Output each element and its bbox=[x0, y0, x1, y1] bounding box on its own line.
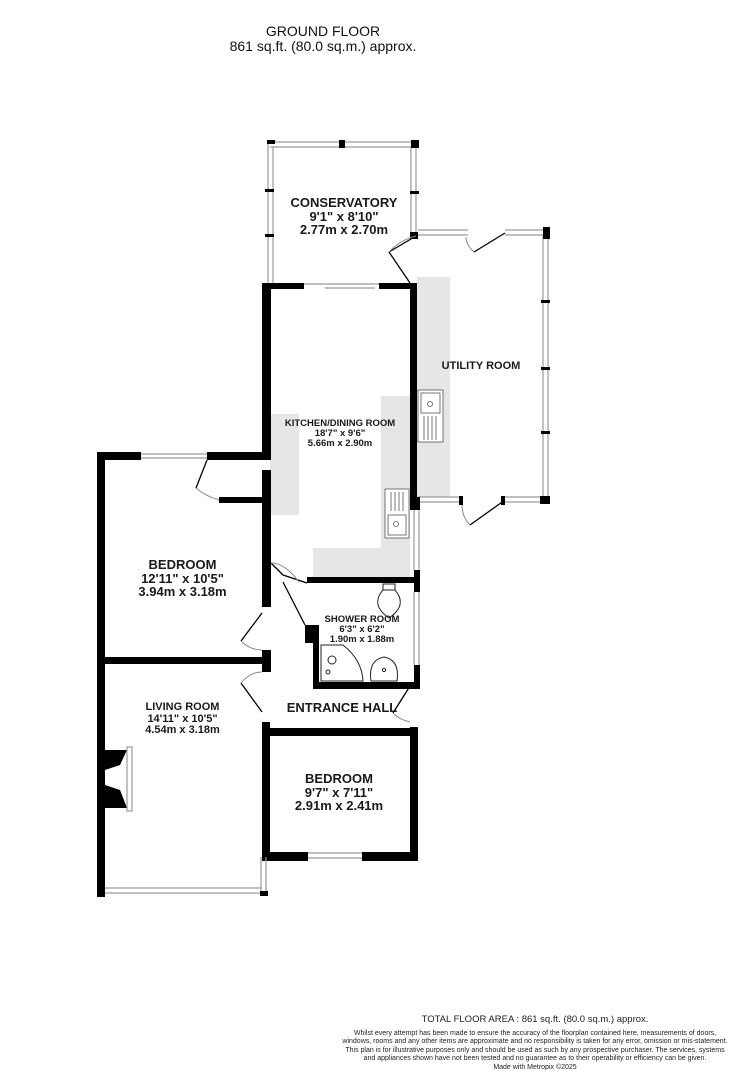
room-bedroom-1: BEDROOM 12'11" x 10'5" 3.94m x 3.18m bbox=[105, 558, 260, 599]
room-shower: SHOWER ROOM 6'3" x 6'2" 1.90m x 1.88m bbox=[318, 615, 406, 645]
room-dimensions-metric: 2.77m x 2.70m bbox=[299, 222, 389, 238]
utility-mullions bbox=[459, 227, 550, 505]
room-name: BEDROOM bbox=[305, 771, 373, 786]
room-utility: UTILITY ROOM bbox=[425, 360, 537, 373]
disclaimer: Whilst every attempt has been made to en… bbox=[342, 1030, 728, 1063]
conservatory-mullions bbox=[265, 140, 419, 239]
room-dimensions-metric: 5.66m x 2.90m bbox=[307, 437, 373, 449]
room-bedroom-2: BEDROOM 9'7" x 7'11" 2.91m x 2.41m bbox=[268, 772, 410, 813]
room-name: BEDROOM bbox=[148, 557, 217, 572]
room-dimensions-imperial: 14'11" x 10'5" bbox=[147, 712, 218, 725]
room-dimensions-imperial: 9'1" x 8'10" bbox=[309, 208, 379, 224]
room-entrance-hall: ENTRANCE HALL bbox=[272, 701, 412, 715]
toilet-icon bbox=[377, 583, 401, 619]
room-dimensions-metric: 3.94m x 3.18m bbox=[138, 584, 227, 600]
room-dimensions-imperial: 9'7" x 7'11" bbox=[304, 784, 374, 800]
room-name: LIVING ROOM bbox=[145, 701, 220, 713]
total-floor-area: TOTAL FLOOR AREA : 861 sq.ft. (80.0 sq.m… bbox=[421, 1014, 649, 1025]
footer: TOTAL FLOOR AREA : 861 sq.ft. (80.0 sq.m… bbox=[340, 1014, 730, 1072]
walls bbox=[97, 283, 420, 897]
room-kitchen-dining: KITCHEN/DINING ROOM 18'7" x 9'6" 5.66m x… bbox=[270, 419, 410, 449]
floor-area: 861 sq.ft. (80.0 sq.m.) approx. bbox=[229, 38, 417, 54]
room-dimensions-metric: 2.91m x 2.41m bbox=[294, 798, 384, 814]
room-name: CONSERVATORY bbox=[290, 195, 398, 210]
worktops bbox=[270, 277, 450, 578]
room-name: UTILITY ROOM bbox=[441, 360, 521, 372]
kitchen-sink-icon bbox=[384, 488, 410, 539]
shower-tray-icon bbox=[320, 644, 364, 682]
room-dimensions-imperial: 6'3" x 6'2" bbox=[339, 623, 385, 635]
room-dimensions-imperial: 18'7" x 9'6" bbox=[314, 427, 366, 439]
utility-sink-icon bbox=[417, 389, 444, 443]
house-windows bbox=[105, 283, 420, 894]
room-name: ENTRANCE HALL bbox=[286, 700, 398, 715]
room-dimensions-imperial: 12'11" x 10'5" bbox=[141, 570, 224, 586]
room-name: SHOWER ROOM bbox=[324, 614, 400, 625]
room-dimensions-metric: 4.54m x 3.18m bbox=[145, 724, 220, 737]
room-living: LIVING ROOM 14'11" x 10'5" 4.54m x 3.18m bbox=[125, 701, 240, 737]
floor-header: GROUND FLOOR 861 sq.ft. (80.0 sq.m.) app… bbox=[0, 24, 646, 54]
room-conservatory: CONSERVATORY 9'1" x 8'10" 2.77m x 2.70m bbox=[270, 196, 418, 237]
made-with: Made with Metropix ©2025 bbox=[493, 1063, 577, 1071]
washbasin-icon bbox=[370, 656, 398, 682]
utility-windows bbox=[413, 229, 549, 570]
room-dimensions-metric: 1.90m x 1.88m bbox=[329, 633, 395, 645]
room-name: KITCHEN/DINING ROOM bbox=[284, 418, 396, 429]
floor-name: GROUND FLOOR bbox=[265, 23, 381, 39]
doors bbox=[195, 232, 506, 723]
